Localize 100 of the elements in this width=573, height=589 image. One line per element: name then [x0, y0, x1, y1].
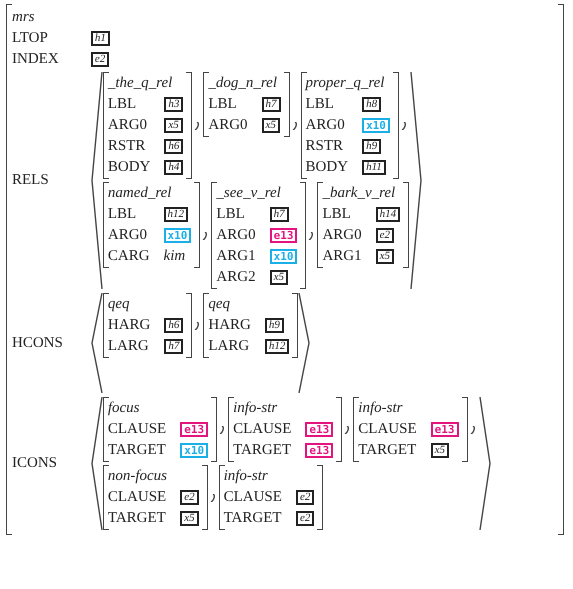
attribute-value-matrix	[6, 4, 564, 535]
feature-name: LBL	[208, 95, 238, 114]
coreference-tag: h12	[264, 339, 290, 354]
feature-name: LBL	[108, 95, 138, 114]
type-label: qeq	[108, 295, 131, 314]
coreference-tag: h4	[164, 160, 184, 175]
attribute-value-matrix	[218, 465, 324, 530]
coreference-tag: x5	[262, 118, 280, 133]
attribute-value-matrix	[102, 293, 192, 358]
feature-name: CLAUSE	[108, 488, 166, 507]
feature-name: LBL	[216, 205, 246, 224]
coreference-tag: h11	[362, 160, 386, 175]
feature-name: RSTR	[306, 137, 344, 156]
feature-name: ARG0	[208, 116, 248, 135]
coreference-tag: x5	[164, 118, 183, 133]
type-label: non-focus	[108, 467, 168, 486]
attribute-value-matrix	[353, 397, 468, 462]
coreference-tag: h1	[90, 31, 110, 46]
feature-name: LBL	[306, 95, 335, 114]
feature-name: TARGET	[224, 509, 282, 528]
coreference-tag: x5	[180, 511, 199, 526]
feature-name: HCONS	[12, 334, 63, 352]
feature-name: TARGET	[108, 441, 166, 460]
coreference-tag: e2	[296, 511, 314, 526]
coreference-tag: h7	[262, 97, 281, 112]
feature-name: CLAUSE	[108, 420, 166, 439]
coreference-tag: h12	[164, 207, 188, 222]
coreference-tag: h8	[362, 97, 382, 112]
coreference-tag: e13	[305, 443, 334, 458]
coreference-tag: e2	[180, 490, 199, 505]
coreference-tag: e2	[90, 52, 110, 67]
feature-name: CLAUSE	[358, 420, 417, 439]
feature-name: HARG	[208, 316, 251, 335]
feature-name: TARGET	[108, 509, 166, 528]
feature-name: CLAUSE	[233, 420, 292, 439]
coreference-tag: x10	[164, 228, 192, 243]
type-label: info-str	[358, 399, 404, 418]
attribute-value-matrix	[228, 397, 342, 462]
type-label: proper_q_rel	[306, 74, 386, 93]
feature-name: ARG1	[216, 247, 256, 266]
attribute-value-matrix	[102, 465, 208, 530]
attribute-value-matrix	[300, 72, 399, 179]
feature-name: RELS	[12, 171, 50, 190]
feature-name: LARG	[108, 337, 150, 356]
type-label: info-str	[224, 467, 269, 486]
coreference-tag: h7	[270, 207, 289, 222]
type-label: _the_q_rel	[108, 74, 174, 93]
feature-value: kim	[164, 247, 186, 266]
feature-name: TARGET	[358, 441, 417, 460]
coreference-tag: h14	[376, 207, 400, 222]
coreference-tag: x10	[270, 249, 298, 264]
type-label: info-str	[233, 399, 278, 418]
feature-name: BODY	[306, 158, 348, 177]
coreference-tag: x5	[270, 270, 288, 285]
attribute-value-matrix	[203, 293, 298, 358]
coreference-tag: h9	[362, 139, 382, 154]
type-label: mrs	[12, 8, 36, 27]
coreference-tag: h3	[164, 97, 184, 112]
feature-name: INDEX	[12, 50, 60, 69]
feature-name: ARG0	[108, 226, 148, 245]
coreference-tag: e13	[180, 422, 208, 437]
coreference-tag: x5	[376, 249, 394, 264]
feature-name: LTOP	[12, 29, 49, 48]
coreference-tag: e2	[376, 228, 394, 243]
feature-name: ICONS	[12, 454, 58, 473]
coreference-tag: h9	[264, 318, 284, 333]
feature-name: HARG	[108, 316, 150, 335]
coreference-tag: e13	[430, 422, 459, 437]
type-label: _dog_n_rel	[208, 74, 278, 93]
attribute-value-matrix	[203, 72, 290, 137]
coreference-tag: e2	[296, 490, 314, 505]
feature-name: ARG0	[322, 226, 362, 245]
feature-name: ARG0	[108, 116, 148, 135]
attribute-value-matrix	[317, 182, 410, 268]
attribute-value-matrix	[102, 72, 192, 179]
feature-name: CLAUSE	[224, 488, 282, 507]
feature-name: CARG	[108, 247, 150, 266]
feature-name: TARGET	[233, 441, 292, 460]
coreference-tag: x10	[180, 443, 208, 458]
feature-name: ARG1	[322, 247, 362, 266]
feature-name: BODY	[108, 158, 150, 177]
attribute-value-matrix	[211, 182, 306, 289]
coreference-tag: e13	[270, 228, 298, 243]
attribute-value-matrix	[102, 397, 218, 462]
feature-name: ARG2	[216, 268, 256, 287]
coreference-tag: x10	[362, 118, 390, 133]
feature-name: LARG	[208, 337, 250, 356]
attribute-value-matrix	[102, 182, 200, 268]
feature-name: RSTR	[108, 137, 146, 156]
type-label: _see_v_rel	[216, 184, 282, 203]
coreference-tag: h7	[164, 339, 184, 354]
feature-name: ARG0	[216, 226, 256, 245]
type-label: named_rel	[108, 184, 172, 203]
feature-name: LBL	[322, 205, 352, 224]
coreference-tag: e13	[305, 422, 334, 437]
feature-name: ARG0	[306, 116, 346, 135]
coreference-tag: h6	[164, 139, 184, 154]
coreference-tag: h6	[164, 318, 184, 333]
feature-name: LBL	[108, 205, 138, 224]
type-label: qeq	[208, 295, 232, 314]
